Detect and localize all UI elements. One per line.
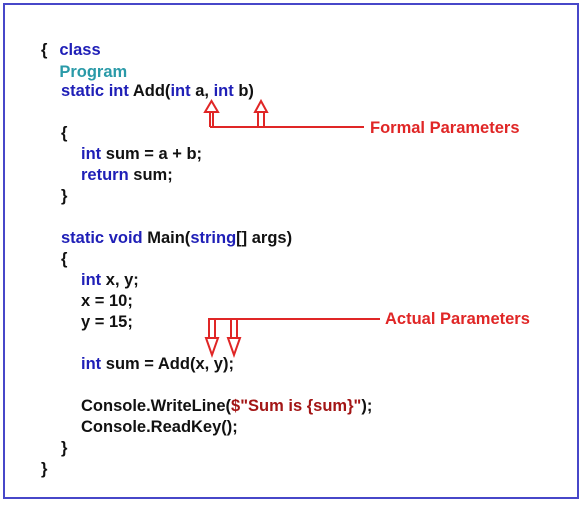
keyword: static: [61, 82, 105, 100]
keyword: void: [108, 229, 143, 247]
formal-param-b: b): [238, 82, 254, 100]
code-line-assign-y: y = 15;: [81, 313, 133, 331]
code-line-brace: {: [61, 124, 68, 142]
formal-parameters-label: Formal Parameters: [370, 119, 520, 137]
keyword: int: [170, 82, 191, 100]
class-name: Program: [59, 63, 128, 81]
code-line-sum: int sum = a + b;: [81, 143, 202, 165]
keyword: string: [190, 229, 237, 247]
code-line-main-signature: static void Main(string[] args): [61, 227, 292, 249]
method-name: Main(: [147, 229, 191, 247]
code-text: sum = Add(x, y);: [105, 355, 234, 373]
code-text: x, y;: [105, 271, 139, 289]
diagram-frame: [3, 3, 579, 499]
actual-parameters-label: Actual Parameters: [385, 310, 530, 328]
code-line-add-signature: static int Add(int a, int b): [61, 80, 254, 102]
code-text: Console.WriteLine(: [81, 397, 232, 415]
code-line-brace: }: [41, 460, 48, 478]
code-line-brace: {: [41, 41, 48, 59]
code-line-call-add: int sum = Add(x, y);: [81, 353, 234, 375]
formal-param-a: a,: [195, 82, 209, 100]
keyword: int: [81, 355, 102, 373]
keyword: int: [81, 145, 102, 163]
keyword: return: [81, 166, 129, 184]
code-text: [] args): [236, 229, 293, 247]
code-text: );: [361, 397, 373, 415]
code-line-writeline: Console.WriteLine($"Sum is {sum}");: [81, 395, 372, 417]
method-name: Add(: [132, 82, 171, 100]
code-line-return: return sum;: [81, 164, 173, 186]
code-text: sum;: [133, 166, 173, 184]
code-line-brace: {: [61, 250, 68, 268]
keyword: int: [213, 82, 234, 100]
code-line-declare-xy: int x, y;: [81, 269, 139, 291]
string-literal: $"Sum is {sum}": [231, 397, 362, 415]
code-text: sum = a + b;: [105, 145, 203, 163]
keyword: int: [81, 271, 102, 289]
code-line-assign-x: x = 10;: [81, 292, 133, 310]
keyword: class: [59, 41, 101, 59]
code-line-brace: }: [61, 439, 68, 457]
code-line-class-decl: class Program: [41, 17, 127, 81]
keyword: int: [108, 82, 129, 100]
code-line-readkey: Console.ReadKey();: [81, 418, 238, 436]
keyword: static: [61, 229, 105, 247]
code-line-brace: }: [61, 187, 68, 205]
